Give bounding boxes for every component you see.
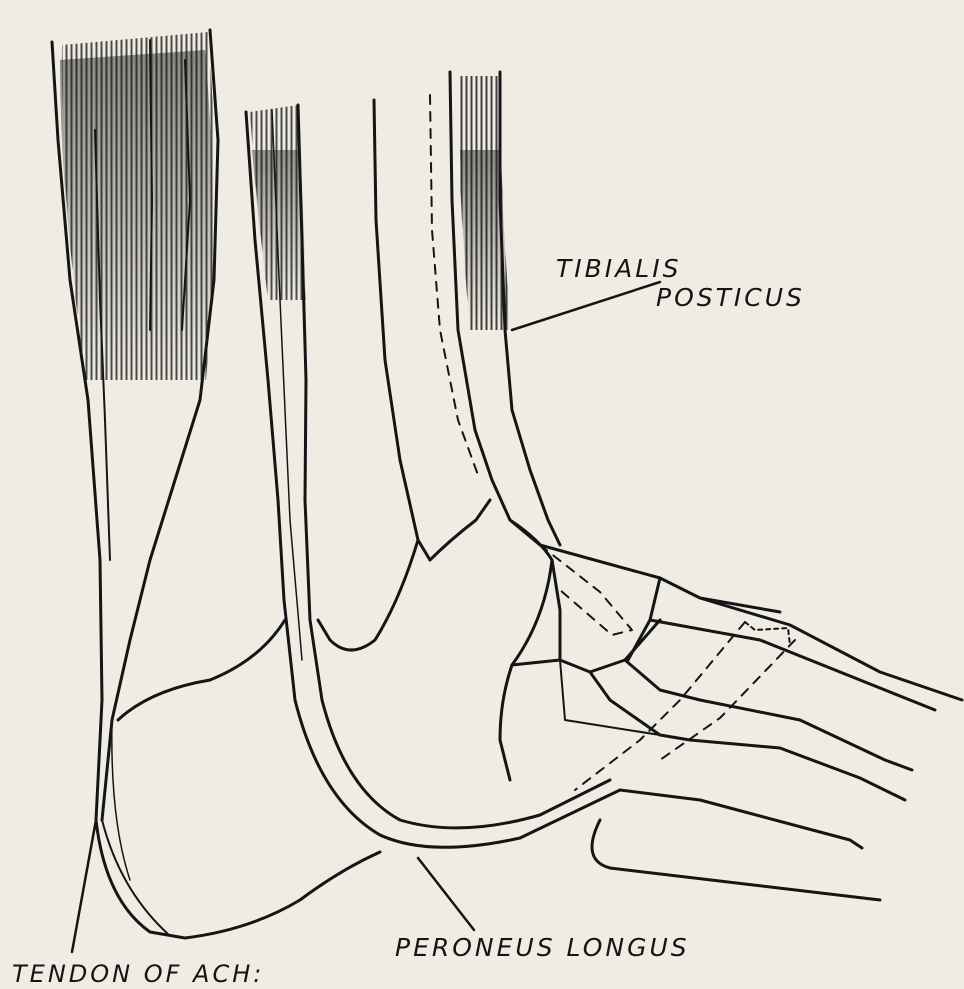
- label-tendon-of-achilles: TENDON OF ACH:: [12, 962, 264, 986]
- label-posticus: POSTICUS: [656, 285, 805, 310]
- tibialis-posticus: [430, 72, 632, 635]
- calcaneus: [118, 520, 552, 938]
- tarsal-bones: [512, 545, 780, 740]
- label-tibialis: TIBIALIS: [556, 256, 681, 281]
- gastrocnemius-muscle: [52, 30, 218, 820]
- label-peroneus-longus: PERONEUS LONGUS: [395, 935, 690, 960]
- peroneus-longus: [246, 105, 620, 847]
- metatarsals: [575, 598, 962, 900]
- leader-peroneus: [418, 858, 474, 930]
- leader-achilles: [72, 820, 96, 952]
- leader-tibialis: [512, 282, 660, 330]
